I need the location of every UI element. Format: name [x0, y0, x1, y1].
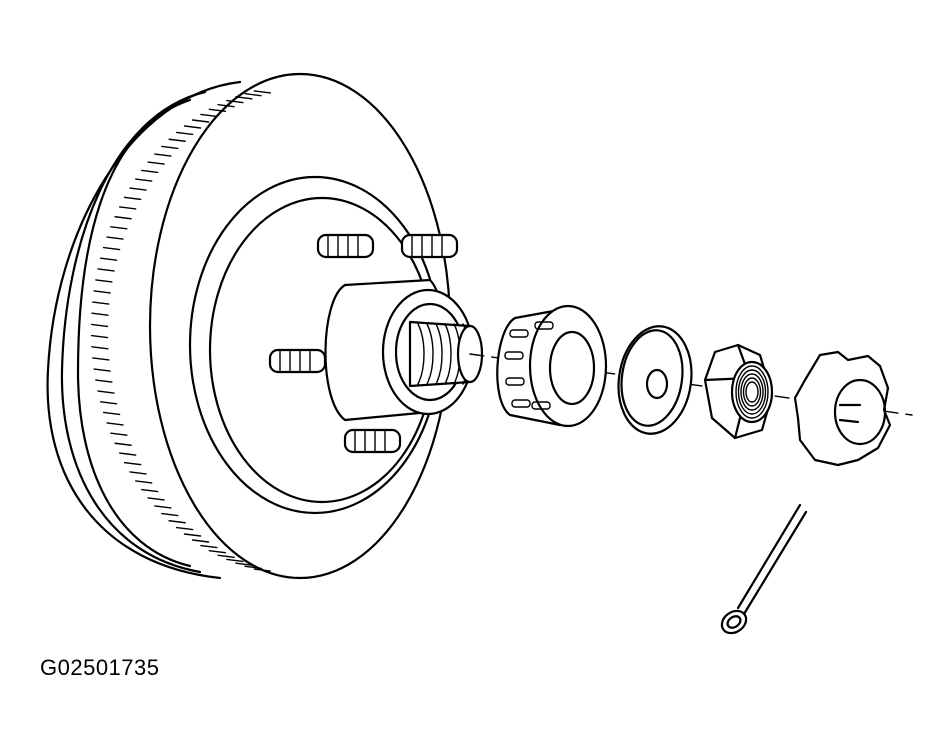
vent-vane [235, 562, 253, 566]
vent-vane [118, 206, 137, 210]
vent-vane [99, 257, 118, 261]
vent-vane [175, 526, 194, 531]
vent-vane [123, 461, 142, 466]
wheel-stud [316, 233, 375, 259]
vent-vane [141, 169, 159, 174]
vent-vane [147, 161, 165, 165]
vent-vane [208, 549, 227, 554]
bearing-roller [505, 377, 525, 386]
rotor-vent-vanes [90, 90, 272, 572]
bearing-roller [504, 351, 524, 360]
cotter-pin [720, 503, 808, 635]
vent-vane [141, 488, 159, 493]
vent-vane [95, 279, 113, 283]
vent-vane [244, 92, 262, 97]
vent-vane [200, 113, 218, 118]
spindle-nut [703, 343, 774, 440]
washer [617, 325, 693, 435]
vent-vane [244, 565, 262, 570]
bearing-roller [534, 321, 554, 330]
vent-vane [129, 187, 147, 191]
vent-vane [93, 368, 111, 372]
vent-vane [99, 401, 118, 405]
vent-vane [147, 497, 165, 501]
vent-vane [106, 236, 124, 240]
vent-vane [93, 290, 111, 294]
vent-vane [135, 480, 153, 484]
vent-vane [92, 357, 110, 361]
nut-thread [742, 377, 762, 407]
vent-vane [168, 520, 186, 524]
vent-vane [118, 452, 137, 456]
vent-vane [253, 90, 272, 94]
bearing-roller [509, 329, 529, 338]
spindle [408, 320, 484, 388]
spindle-thread [426, 323, 434, 385]
spindle-thread [435, 323, 443, 385]
vent-vane [106, 422, 124, 426]
vent-vane [97, 268, 115, 272]
vent-vane [175, 131, 194, 136]
nut-thread [737, 369, 767, 415]
vent-vane [123, 196, 142, 201]
vent-vane [97, 390, 115, 394]
vent-vane [154, 153, 172, 157]
vent-vane [226, 558, 244, 563]
vent-vane [208, 108, 227, 113]
vent-vane [91, 312, 109, 316]
vent-vane [191, 539, 210, 543]
vent-vane [90, 334, 109, 339]
bearing-roller [511, 399, 531, 408]
wheel-stud-group [268, 233, 459, 454]
vent-vane [114, 216, 132, 220]
nut-thread [745, 381, 759, 403]
nut-retainer [793, 350, 892, 467]
wheel-bearing [496, 304, 608, 428]
vent-vane [129, 471, 147, 475]
figure-code-label: G02501735 [40, 655, 160, 680]
vent-vane [235, 96, 253, 100]
vent-vane [191, 119, 210, 123]
vent-vane [135, 178, 153, 182]
vent-vane [102, 411, 121, 416]
vent-vane [110, 432, 128, 436]
nut-thread [740, 373, 764, 411]
vent-vane [102, 246, 121, 251]
vent-vane [90, 323, 109, 328]
vent-vane [114, 442, 132, 446]
vent-vane [183, 125, 202, 129]
vent-vane [92, 301, 110, 305]
vent-vane [91, 346, 109, 350]
vent-vane [95, 379, 113, 383]
wheel-stud [268, 348, 327, 374]
nut-thread [735, 365, 769, 419]
vent-vane [161, 512, 179, 517]
vent-vane [253, 568, 272, 572]
wheel-stud [343, 428, 402, 454]
vent-vane [217, 554, 235, 558]
vent-vane [217, 104, 235, 108]
vent-vane [168, 138, 186, 142]
vent-vane [110, 226, 128, 230]
vent-vane [200, 544, 218, 549]
bearing-roller [531, 401, 551, 410]
spindle-thread [444, 323, 452, 385]
vent-vane [226, 99, 244, 104]
vent-vane [161, 145, 179, 150]
wheel-stud [400, 233, 459, 259]
spindle-thread [417, 323, 425, 385]
vent-vane [183, 533, 202, 537]
vent-vane [154, 505, 172, 509]
